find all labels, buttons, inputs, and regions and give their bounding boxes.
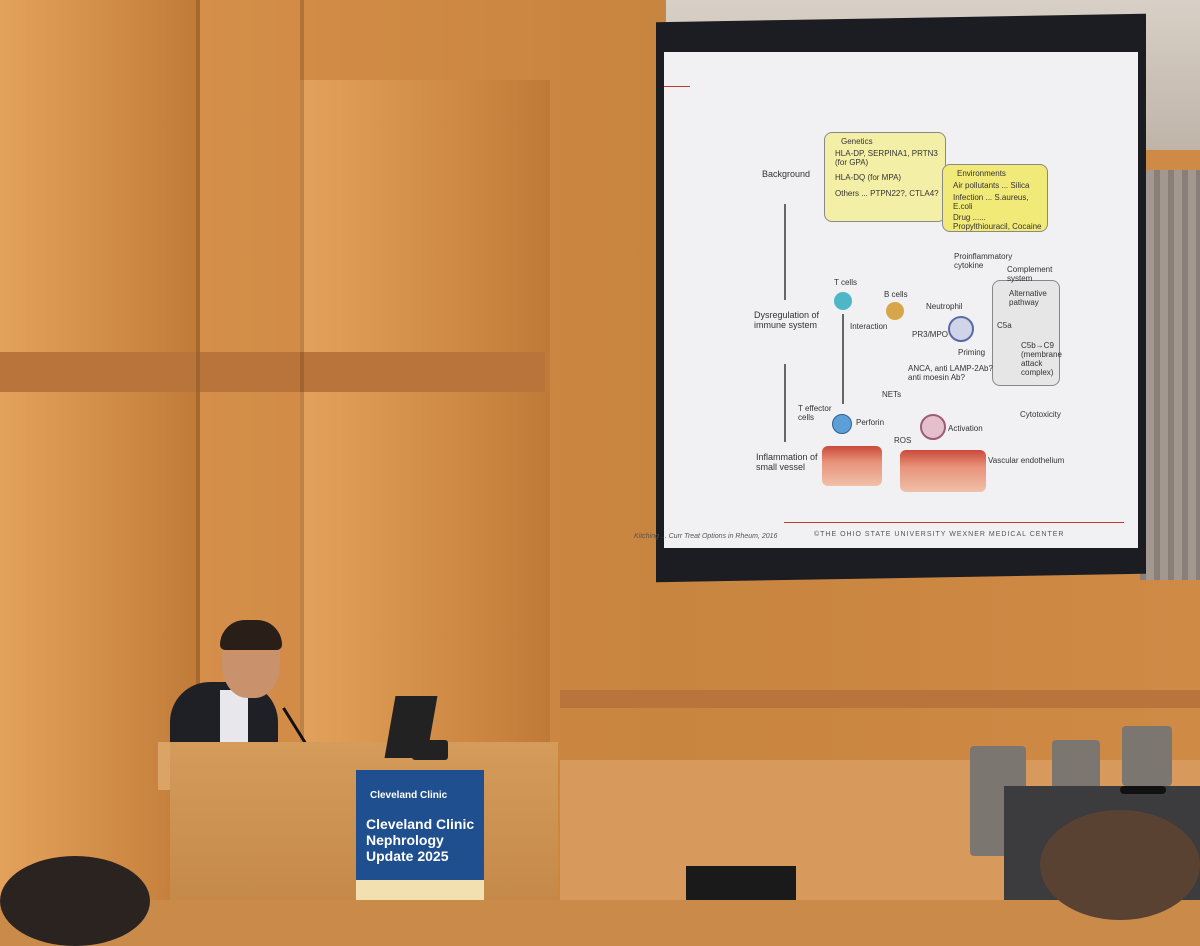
label-background: Background bbox=[762, 169, 811, 179]
vessel-endothelium-right bbox=[900, 450, 986, 492]
podium-banner: Cleveland Clinic Cleveland Clinic Nephro… bbox=[356, 770, 484, 900]
label-activation: Activation bbox=[948, 424, 983, 433]
chair-3 bbox=[1122, 726, 1172, 786]
label-inflammation: Inflammation of small vessel bbox=[756, 452, 818, 472]
audience-head-right bbox=[1040, 810, 1200, 920]
neutrophil-icon bbox=[948, 316, 974, 342]
label-b-cells: B cells bbox=[884, 290, 908, 299]
vessel-endothelium-left bbox=[822, 446, 882, 486]
complement-c5b: C5b→C9 (membrane attack complex) bbox=[1021, 341, 1062, 377]
audience-head-left bbox=[0, 856, 150, 946]
complement-title: Complement system bbox=[1007, 265, 1053, 283]
label-perforin: Perforin bbox=[856, 418, 885, 427]
arrow-background-down bbox=[784, 204, 786, 300]
slide-citation: Kitching ... Curr Treat Options in Rheum… bbox=[634, 533, 778, 540]
wall-seam-2 bbox=[300, 0, 304, 900]
genetics-item-3: Others ... PTPN22?, CTLA4? bbox=[835, 189, 939, 198]
slide-top-line bbox=[664, 86, 690, 87]
label-vascular: Vascular endothelium bbox=[988, 456, 1065, 465]
label-interaction: Interaction bbox=[850, 322, 888, 331]
environments-box: Environments Air pollutants ... Silica I… bbox=[942, 164, 1048, 232]
genetics-item-1: HLA-DP, SERPINA1, PRTN3 (for GPA) bbox=[835, 149, 938, 167]
wall-band-lower bbox=[560, 690, 1200, 708]
complement-pathway: Alternative pathway bbox=[1009, 289, 1047, 307]
environments-item-2: Infection ... S.aureus, E.coli bbox=[953, 193, 1029, 211]
label-neutrophil: Neutrophil bbox=[926, 302, 963, 311]
label-priming: Priming bbox=[958, 348, 986, 357]
banner-stripe bbox=[356, 880, 484, 900]
podium-device bbox=[412, 740, 448, 760]
label-pr3: PR3/MPO bbox=[912, 330, 949, 339]
genetics-title: Genetics bbox=[841, 137, 873, 146]
label-t-cells: T cells bbox=[834, 278, 857, 287]
activated-neutrophil-icon bbox=[920, 414, 946, 440]
environments-item-1: Air pollutants ... Silica bbox=[953, 181, 1030, 190]
table-microphone bbox=[1120, 786, 1166, 794]
environments-title: Environments bbox=[957, 169, 1006, 178]
complement-c5a: C5a bbox=[997, 321, 1012, 330]
t-effector-icon bbox=[832, 414, 852, 434]
label-nets: NETs bbox=[882, 390, 902, 399]
environments-item-3: Drug ...... Propylthiouracil, Cocaine bbox=[953, 213, 1042, 231]
window-curtain bbox=[1140, 170, 1200, 580]
slide-watermark: ©THE OHIO STATE UNIVERSITY WEXNER MEDICA… bbox=[814, 531, 1065, 538]
banner-headline: Cleveland Clinic Nephrology Update 2025 bbox=[366, 816, 475, 864]
complement-box: Complement system Alternative pathway C5… bbox=[992, 265, 1062, 386]
chair-2 bbox=[1052, 740, 1100, 790]
label-anca: ANCA, anti LAMP-2Ab? anti moesin Ab? bbox=[908, 364, 993, 382]
speaker-hair bbox=[220, 620, 282, 650]
wall-band-upper bbox=[0, 352, 545, 392]
label-cytotoxicity: Cytotoxicity bbox=[1020, 410, 1061, 419]
projected-slide: Background Dysregulation of immune syste… bbox=[634, 52, 1138, 548]
label-ros: ROS bbox=[894, 436, 912, 445]
genetics-item-2: HLA-DQ (for MPA) bbox=[835, 173, 902, 182]
label-t-effector: T effector cells bbox=[798, 404, 832, 422]
label-dysregulation: Dysregulation of immune system bbox=[754, 310, 820, 330]
label-cytokine: Proinflammatory cytokine bbox=[954, 252, 1013, 270]
arrow-dysregulation-down bbox=[784, 364, 786, 442]
wall-seam-1 bbox=[196, 0, 200, 900]
banner-brand: Cleveland Clinic bbox=[370, 790, 448, 801]
floor-speaker bbox=[686, 866, 796, 900]
slide-bottom-line bbox=[784, 522, 1124, 523]
genetics-box: Genetics HLA-DP, SERPINA1, PRTN3 (for GP… bbox=[824, 132, 946, 222]
t-cell-icon bbox=[834, 292, 852, 310]
arrow-tcell-down bbox=[842, 314, 844, 404]
b-cell-icon bbox=[886, 302, 904, 320]
